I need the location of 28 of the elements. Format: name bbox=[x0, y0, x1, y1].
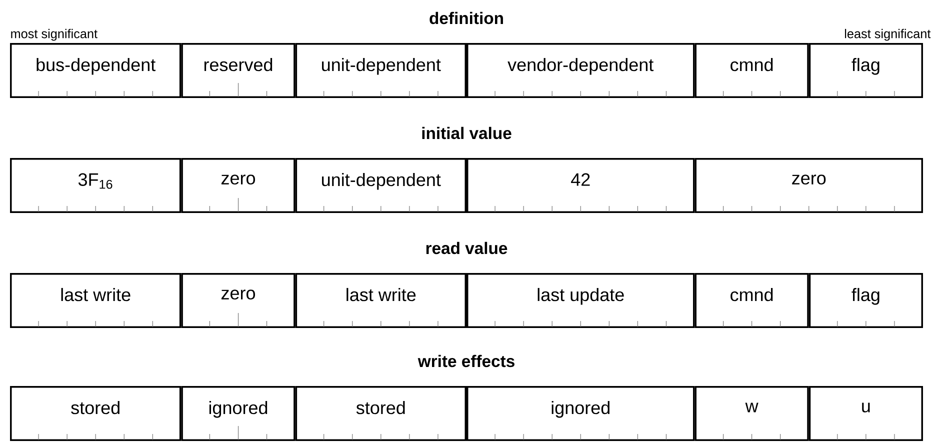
bit-order-label: least significant bbox=[844, 28, 931, 41]
field-box: vendor-dependent bbox=[466, 43, 695, 98]
row-heading: write effects bbox=[418, 354, 514, 368]
row-heading: definition bbox=[430, 12, 503, 24]
field-box: unit-dependent bbox=[295, 43, 466, 98]
field-box: unit-dependent bbox=[295, 158, 466, 213]
field-box: last update bbox=[466, 273, 695, 328]
field-box: 42 bbox=[466, 158, 695, 213]
field-box: zero bbox=[181, 273, 296, 328]
field-box: 3F$_{16}$ bbox=[10, 158, 182, 213]
field-box: cmnd bbox=[694, 43, 809, 98]
field-box: stored bbox=[10, 386, 182, 441]
field-box: flag bbox=[808, 43, 923, 98]
row-heading: read value bbox=[426, 242, 508, 254]
field-box: stored bbox=[295, 386, 466, 441]
row-heading: initial value bbox=[422, 126, 512, 140]
field-box: ignored bbox=[181, 386, 296, 441]
field-box: ignored bbox=[466, 386, 695, 441]
field-box: last write bbox=[10, 273, 182, 328]
field-box: bus-dependent bbox=[10, 43, 182, 98]
field-box: reserved bbox=[181, 43, 296, 98]
field-box: w bbox=[694, 386, 809, 441]
field-box: u bbox=[808, 386, 923, 441]
field-box: last write bbox=[295, 273, 466, 328]
field-box: zero bbox=[694, 158, 923, 213]
field-box: cmnd bbox=[694, 273, 809, 328]
field-box: zero bbox=[181, 158, 296, 213]
field-box: flag bbox=[808, 273, 923, 328]
